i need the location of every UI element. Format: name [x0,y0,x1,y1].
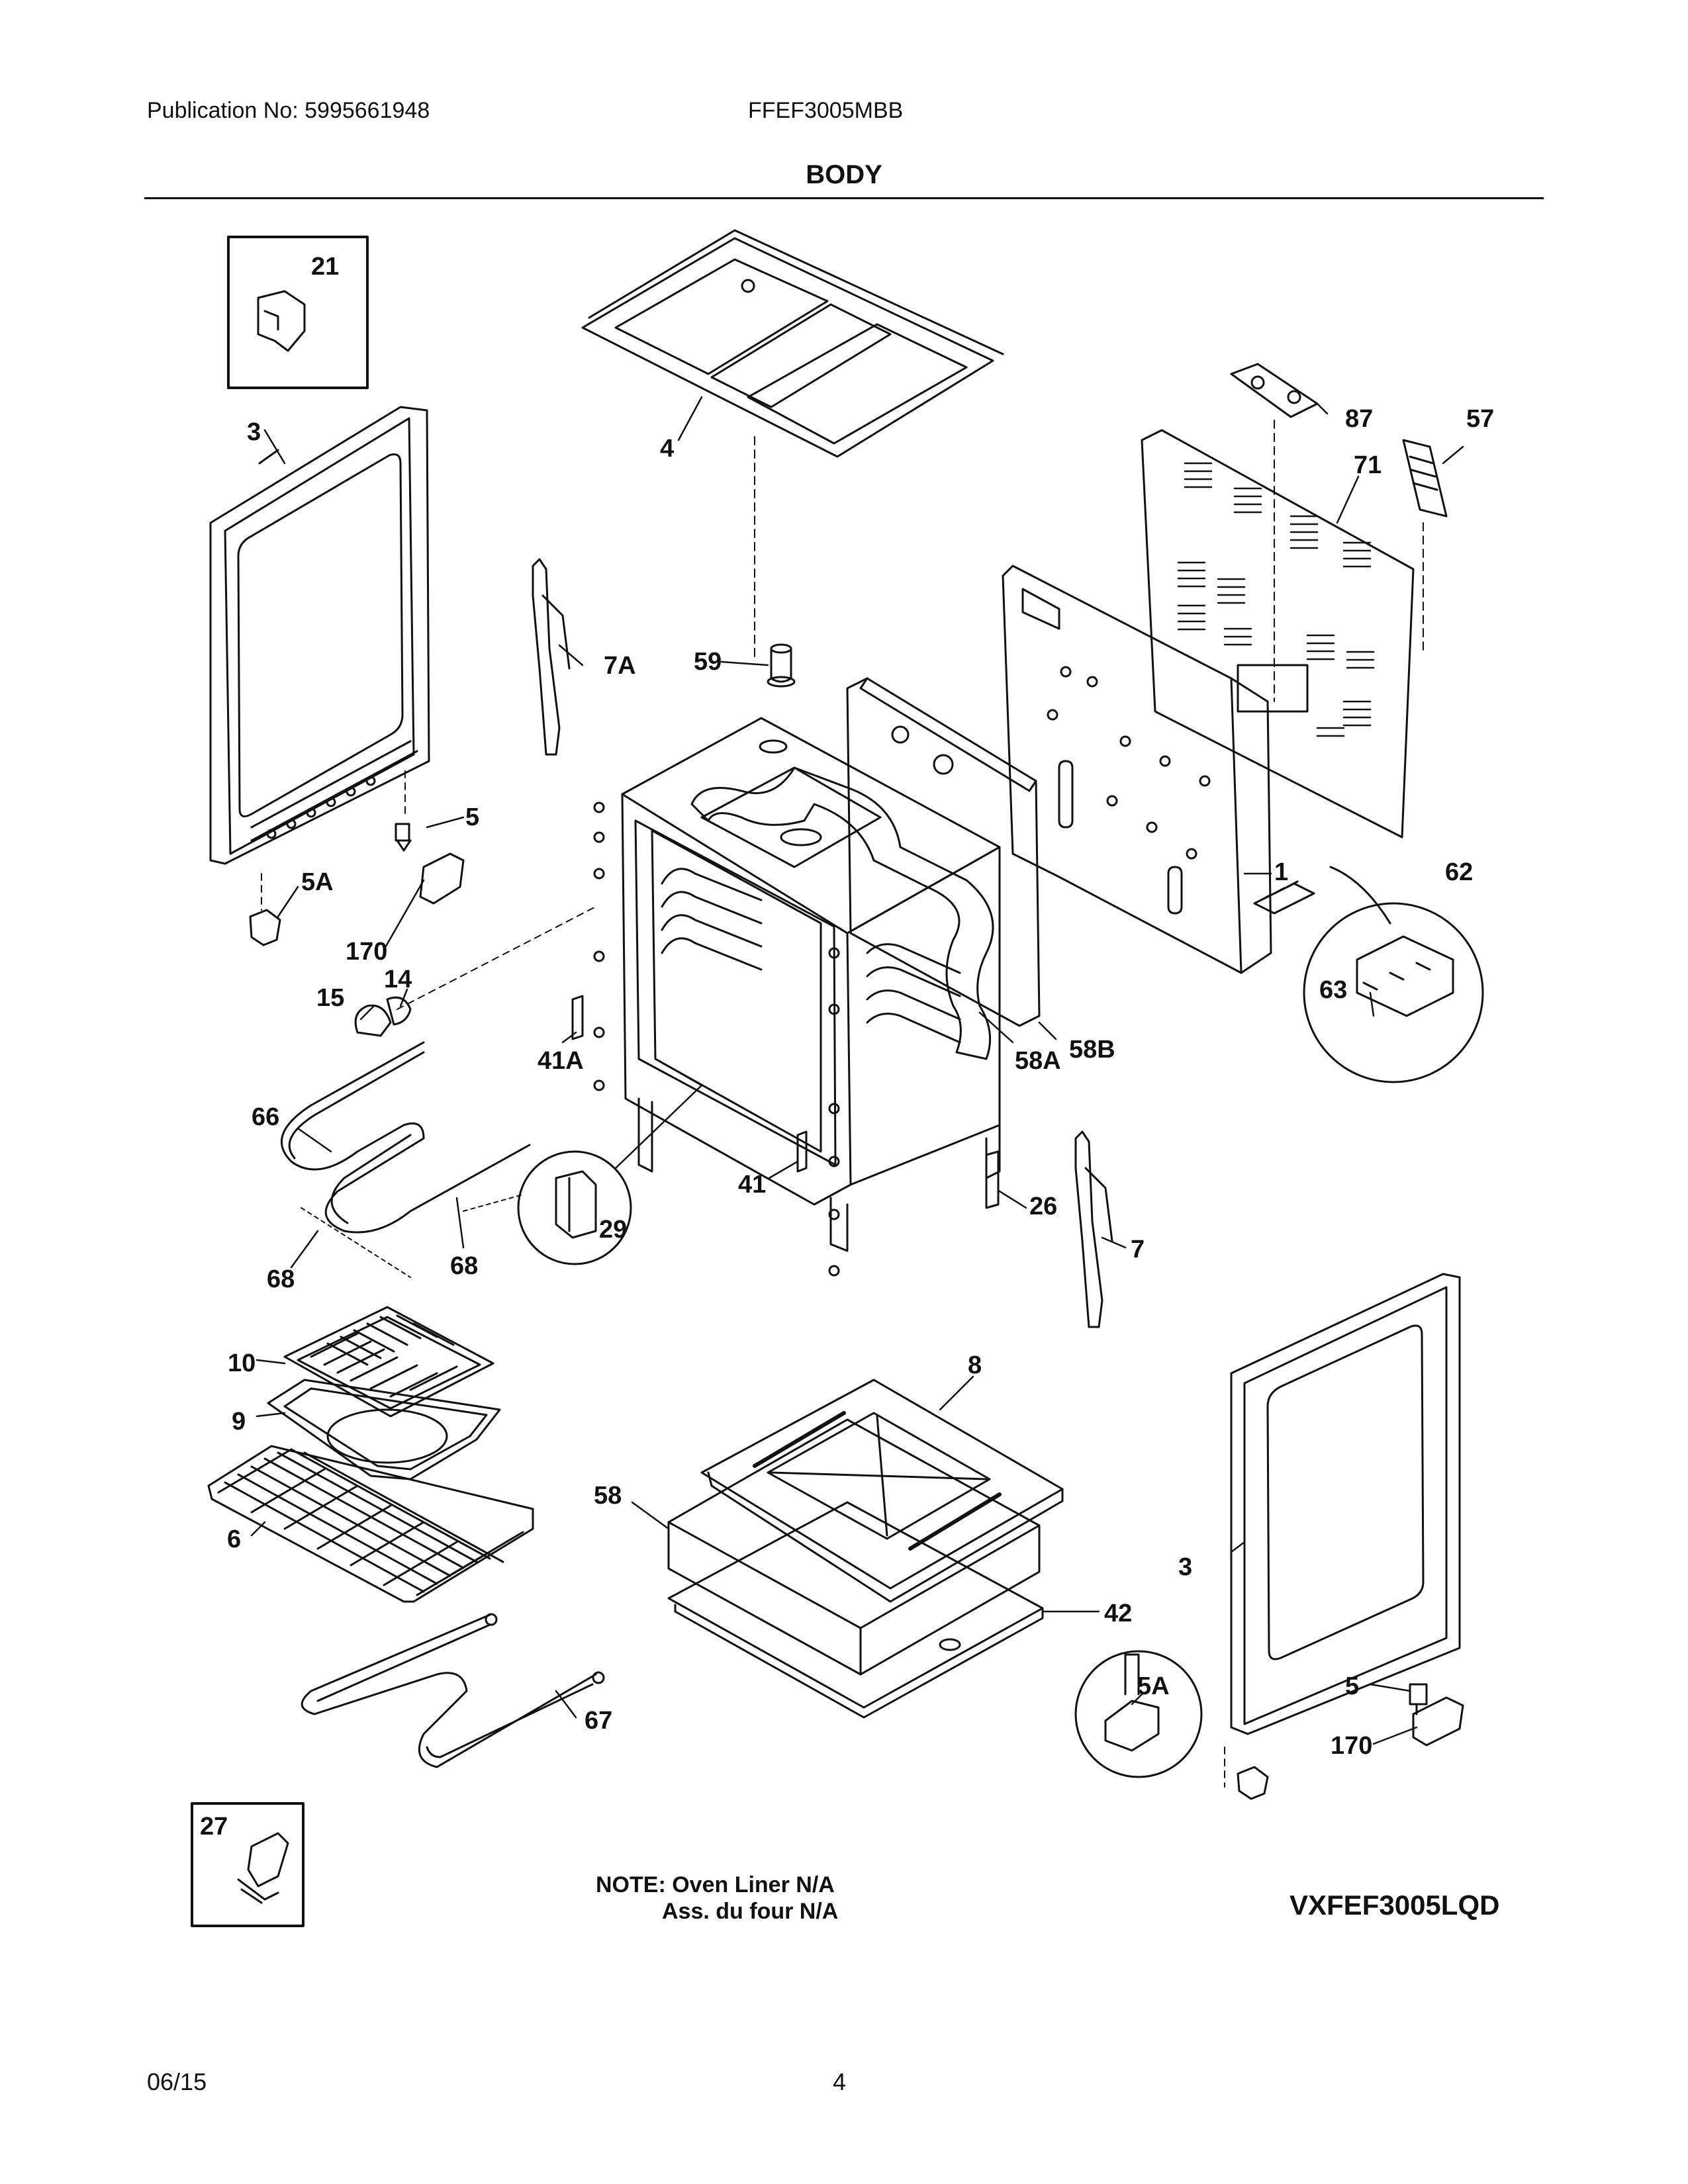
callout-170-right: 170 [1331,1732,1372,1760]
callout-21: 21 [311,253,339,281]
callout-58A: 58A [1015,1047,1061,1075]
bake-element-67 [301,1613,605,1768]
callout-58: 58 [594,1482,622,1510]
note-line-2: Ass. du four N/A [662,1899,839,1924]
slide-41 [796,1130,808,1173]
callout-68-right: 68 [450,1252,478,1280]
callout-5-right: 5 [1345,1672,1359,1700]
callout-26: 26 [1029,1193,1057,1220]
callout-59: 59 [694,648,722,676]
slide-41A [571,995,584,1040]
callout-63: 63 [1319,976,1347,1004]
callout-42: 42 [1104,1600,1132,1627]
callout-15: 15 [316,984,344,1012]
callout-3-left: 3 [247,418,261,446]
lamp-assembly [354,906,596,1037]
insulation-58 [667,1418,1041,1676]
callout-170-left: 170 [346,938,387,966]
back-panel-71 [1141,429,1415,839]
bracket-62 [1253,866,1484,1083]
callout-5A-left: 5A [301,868,334,896]
cover-57 [1402,439,1448,656]
inset-part-21 [227,236,369,389]
callout-7A: 7A [604,652,636,680]
hinge-7 [1074,1130,1113,1328]
foot-59 [767,643,796,688]
bottom-panel-8 [700,1379,1064,1603]
callout-5A-right: 5A [1137,1672,1170,1700]
broil-pan-9 [267,1379,501,1480]
bottom-tray-42 [667,1501,1044,1719]
leg-leveler-left [249,823,465,946]
hinge-7A [532,558,571,756]
publication-number: Publication No: 5995661948 [147,98,430,123]
callout-14: 14 [384,966,412,993]
footer-date: 06/15 [147,2068,207,2095]
callout-9: 9 [232,1408,246,1435]
inset-leveler-5A [1074,1650,1464,1800]
callout-62: 62 [1445,858,1473,886]
callout-57: 57 [1466,405,1494,433]
inset-part-29 [517,1058,703,1265]
callout-71: 71 [1354,451,1382,479]
callout-10: 10 [228,1349,256,1377]
side-panel-left [209,406,430,911]
header-rule [144,197,1544,199]
top-panel [581,229,1004,662]
callout-58B: 58B [1069,1036,1115,1064]
broil-pan-10 [283,1306,494,1418]
callout-41: 41 [738,1171,766,1199]
callout-87: 87 [1345,405,1373,433]
callout-66: 66 [252,1103,279,1131]
callout-27: 27 [200,1813,228,1841]
side-panel-right [1224,1273,1461,1788]
callout-1: 1 [1274,858,1288,886]
callout-7: 7 [1131,1236,1145,1263]
oven-cavity [593,717,1001,1277]
callout-68-left: 68 [267,1265,295,1293]
insulation-58B [846,677,1041,1027]
variant-model: VXFEF3005LQD [1289,1889,1500,1921]
oven-rack-6 [207,1445,534,1603]
slide-26 [985,1150,1000,1209]
callout-67: 67 [585,1707,612,1735]
callout-3-right: 3 [1178,1553,1192,1581]
oven-liner-note: NOTE: Oven Liner N/A Ass. du four N/A [596,1872,838,1925]
page-title: BODY [806,160,882,189]
callout-41A: 41A [538,1047,584,1075]
broil-element-66 [281,1041,531,1278]
callout-4: 4 [660,435,674,463]
page-number: 4 [833,2068,847,2095]
back-wall-1 [1002,565,1272,974]
callout-8: 8 [968,1351,982,1379]
callout-6: 6 [227,1525,241,1553]
callout-29: 29 [599,1216,627,1244]
inset-part-27 [191,1802,305,1927]
callout-5-left: 5 [465,803,479,831]
note-line-1: NOTE: Oven Liner N/A [596,1872,835,1897]
model-number: FFEF3005MBB [748,98,904,123]
